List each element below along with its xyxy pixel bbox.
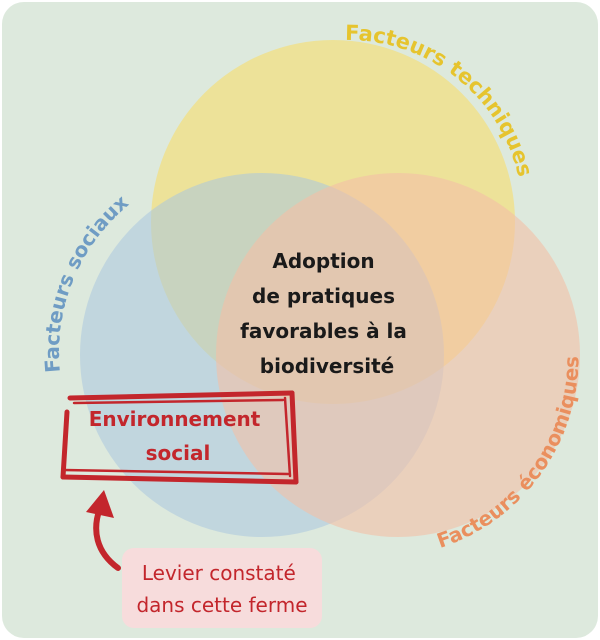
arrow-icon <box>86 490 121 571</box>
note-label: Levier constaté dans cette ferme <box>136 561 307 617</box>
note-line-1: Levier constaté <box>142 561 296 585</box>
highlight-box <box>60 390 299 485</box>
center-line-1: Adoption <box>272 249 374 273</box>
highlight-label: Environnement social <box>89 407 268 465</box>
center-line-3: favorables à la <box>240 319 407 343</box>
note-line-2: dans cette ferme <box>136 593 307 617</box>
highlight-line-2: social <box>146 441 211 465</box>
highlight-line-1: Environnement <box>89 407 261 431</box>
circle-economique <box>216 173 580 537</box>
center-line-4: biodiversité <box>260 354 394 378</box>
center-label: Adoption de pratiques favorables à la bi… <box>240 249 414 378</box>
center-line-2: de pratiques <box>252 284 395 308</box>
note-background <box>122 548 322 628</box>
